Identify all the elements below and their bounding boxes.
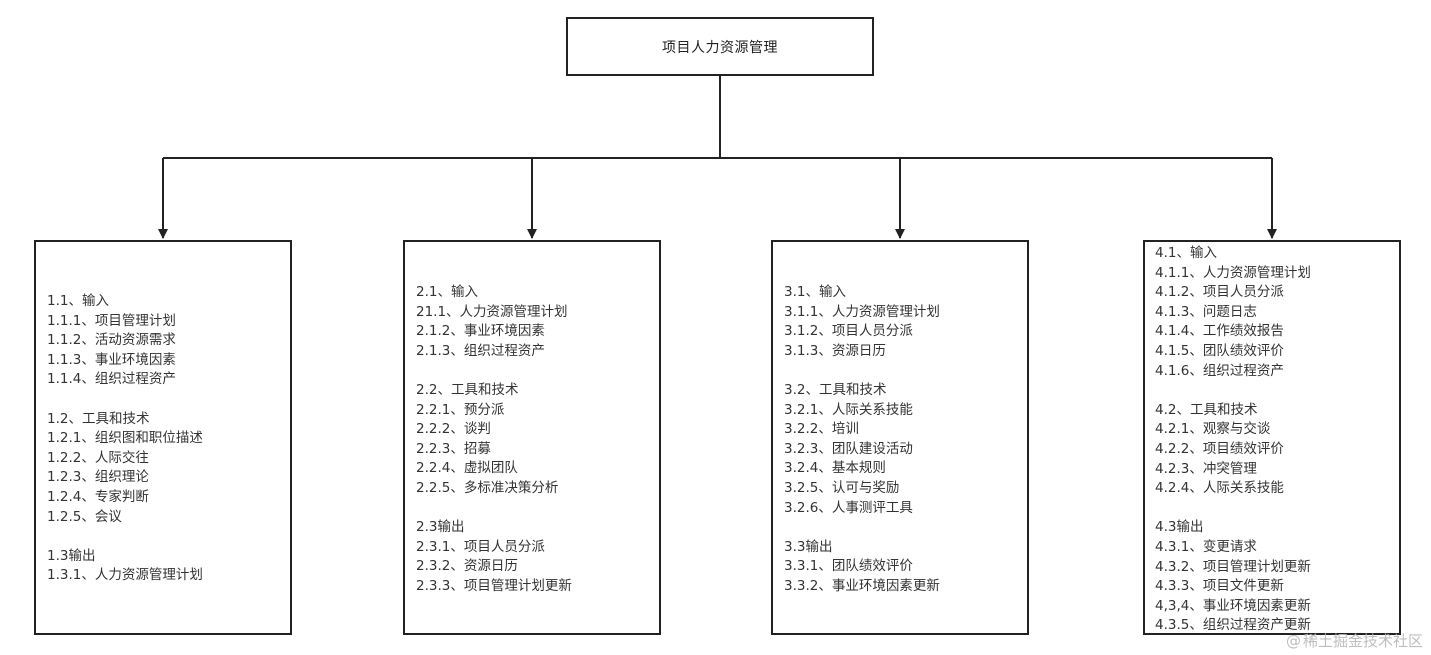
- watermark: @稀土掘金技术社区: [1286, 630, 1423, 651]
- section-item: 4,3,4、事业环境因素更新: [1155, 597, 1311, 614]
- section-item: 1.1.4、组织过程资产: [47, 371, 176, 388]
- section-item: 2.3.3、项目管理计划更新: [416, 577, 572, 594]
- node-section: 3.2、工具和技术 3.2.1、人际关系技能 3.2.2、培训 3.2.3、团队建设活…: [784, 381, 1023, 518]
- section-item: 1.2.2、人际交往: [47, 449, 149, 466]
- node-section: 4.1、输入 4.1.1、人力资源管理计划 4.1.2、项目人员分派 4.1.3、问题…: [1155, 244, 1395, 381]
- section-item: 3.1.2、项目人员分派: [784, 323, 913, 340]
- section-heading: 4.2、工具和技术: [1155, 401, 1258, 418]
- section-item: 3.2.1、人际关系技能: [784, 401, 913, 418]
- node-section: 3.3输出 3.3.1、团队绩效评价 3.3.2、事业环境因素更新: [784, 538, 1023, 597]
- section-heading: 4.3输出: [1155, 519, 1204, 536]
- node-section: 3.1、输入 3.1.1、人力资源管理计划 3.1.2、项目人员分派 3.1.3、资源…: [784, 283, 1023, 361]
- section-item: 1.1.1、项目管理计划: [47, 312, 176, 329]
- node-content: 3.1、输入 3.1.1、人力资源管理计划 3.1.2、项目人员分派 3.1.3、资源…: [784, 283, 1023, 597]
- section-item: 1.2.3、组织理论: [47, 469, 149, 486]
- section-item: 4.1.3、问题日志: [1155, 303, 1257, 320]
- process-node-2: 2.1、输入 21.1、人力资源管理计划 2.1.2、事业环境因素 2.1.3、组织过…: [403, 240, 661, 635]
- section-item: 2.2.1、预分派: [416, 401, 505, 418]
- section-item: 1.2.5、会议: [47, 508, 122, 525]
- root-node: 项目人力资源管理: [566, 17, 874, 76]
- node-section: 4.2、工具和技术 4.2.1、观察与交谈 4.2.2、项目绩效评价 4.2.3、冲突…: [1155, 401, 1395, 499]
- section-heading: 4.1、输入: [1155, 245, 1217, 261]
- section-heading: 3.1、输入: [784, 284, 846, 300]
- section-item: 3.2.5、认可与奖励: [784, 479, 900, 496]
- section-item: 3.1.1、人力资源管理计划: [784, 303, 940, 320]
- section-heading: 2.2、工具和技术: [416, 381, 519, 398]
- section-item: 1.1.3、事业环境因素: [47, 351, 176, 368]
- process-node-1: 1.1、输入 1.1.1、项目管理计划 1.1.2、活动资源需求 1.1.3、事业环境…: [34, 240, 292, 635]
- node-content: 1.1、输入 1.1.1、项目管理计划 1.1.2、活动资源需求 1.1.3、事业环境…: [47, 292, 286, 586]
- section-item: 2.2.2、谈判: [416, 421, 491, 438]
- section-item: 2.2.5、多标准决策分析: [416, 479, 559, 496]
- section-heading: 1.3输出: [47, 547, 96, 564]
- section-item: 4.1.4、工作绩效报告: [1155, 323, 1284, 340]
- section-item: 3.3.1、团队绩效评价: [784, 558, 913, 575]
- section-item: 2.3.1、项目人员分派: [416, 538, 545, 555]
- node-section: 2.1、输入 21.1、人力资源管理计划 2.1.2、事业环境因素 2.1.3、组织过…: [416, 283, 655, 361]
- section-item: 1.2.1、组织图和职位描述: [47, 430, 203, 447]
- section-item: 3.2.6、人事测评工具: [784, 499, 913, 516]
- section-item: 4.1.2、项目人员分派: [1155, 284, 1284, 301]
- section-item: 4.2.4、人际关系技能: [1155, 480, 1284, 497]
- section-item: 4.2.3、冲突管理: [1155, 460, 1257, 477]
- section-item: 3.2.2、培训: [784, 421, 859, 438]
- section-item: 2.2.3、招募: [416, 440, 491, 457]
- watermark-at-symbol: @: [1285, 632, 1301, 650]
- section-item: 2.2.4、虚拟团队: [416, 460, 518, 477]
- section-item: 4.3.5、组织过程资产更新: [1155, 617, 1311, 634]
- section-item: 4.1.6、组织过程资产: [1155, 362, 1284, 379]
- section-item: 4.1.1、人力资源管理计划: [1155, 264, 1311, 281]
- section-item: 4.3.1、变更请求: [1155, 538, 1257, 555]
- section-heading: 2.3输出: [416, 519, 465, 536]
- process-node-3: 3.1、输入 3.1.1、人力资源管理计划 3.1.2、项目人员分派 3.1.3、资源…: [771, 240, 1029, 635]
- section-item: 2.1.3、组织过程资产: [416, 342, 545, 359]
- section-item: 4.1.5、团队绩效评价: [1155, 342, 1284, 359]
- section-item: 2.3.2、资源日历: [416, 558, 518, 575]
- section-item: 1.3.1、人力资源管理计划: [47, 567, 203, 584]
- section-item: 3.2.3、团队建设活动: [784, 440, 913, 457]
- section-item: 3.2.4、基本规则: [784, 460, 886, 477]
- section-item: 21.1、人力资源管理计划: [416, 303, 568, 320]
- watermark-text: 稀土掘金技术社区: [1302, 632, 1423, 650]
- node-section: 1.3输出 1.3.1、人力资源管理计划: [47, 547, 286, 586]
- node-section: 1.1、输入 1.1.1、项目管理计划 1.1.2、活动资源需求 1.1.3、事业环境…: [47, 292, 286, 390]
- section-item: 1.1.2、活动资源需求: [47, 332, 176, 349]
- root-label: 项目人力资源管理: [662, 39, 778, 56]
- section-item: 1.2.4、专家判断: [47, 488, 149, 505]
- section-item: 4.3.3、项目文件更新: [1155, 578, 1284, 595]
- section-item: 2.1.2、事业环境因素: [416, 323, 545, 340]
- section-heading: 3.3输出: [784, 538, 833, 555]
- section-heading: 1.1、输入: [47, 293, 109, 309]
- node-section: 2.2、工具和技术 2.2.1、预分派 2.2.2、谈判 2.2.3、招募 2.2.4、…: [416, 381, 655, 499]
- node-section: 4.3输出 4.3.1、变更请求 4.3.2、项目管理计划更新 4.3.3、项目文件更…: [1155, 518, 1395, 634]
- section-item: 3.1.3、资源日历: [784, 342, 886, 359]
- section-heading: 3.2、工具和技术: [784, 381, 887, 398]
- node-section: 1.2、工具和技术 1.2.1、组织图和职位描述 1.2.2、人际交往 1.2.3、组…: [47, 410, 286, 528]
- section-item: 4.3.2、项目管理计划更新: [1155, 558, 1311, 575]
- process-node-4: 4.1、输入 4.1.1、人力资源管理计划 4.1.2、项目人员分派 4.1.3、问题…: [1143, 240, 1401, 635]
- node-content: 4.1、输入 4.1.1、人力资源管理计划 4.1.2、项目人员分派 4.1.3、问题…: [1155, 244, 1395, 634]
- section-item: 3.3.2、事业环境因素更新: [784, 577, 940, 594]
- node-content: 2.1、输入 21.1、人力资源管理计划 2.1.2、事业环境因素 2.1.3、组织过…: [416, 283, 655, 597]
- section-heading: 2.1、输入: [416, 284, 478, 300]
- section-item: 4.2.1、观察与交谈: [1155, 421, 1271, 438]
- section-item: 4.2.2、项目绩效评价: [1155, 440, 1284, 457]
- section-heading: 1.2、工具和技术: [47, 410, 150, 427]
- node-section: 2.3输出 2.3.1、项目人员分派 2.3.2、资源日历 2.3.3、项目管理计划更…: [416, 518, 655, 596]
